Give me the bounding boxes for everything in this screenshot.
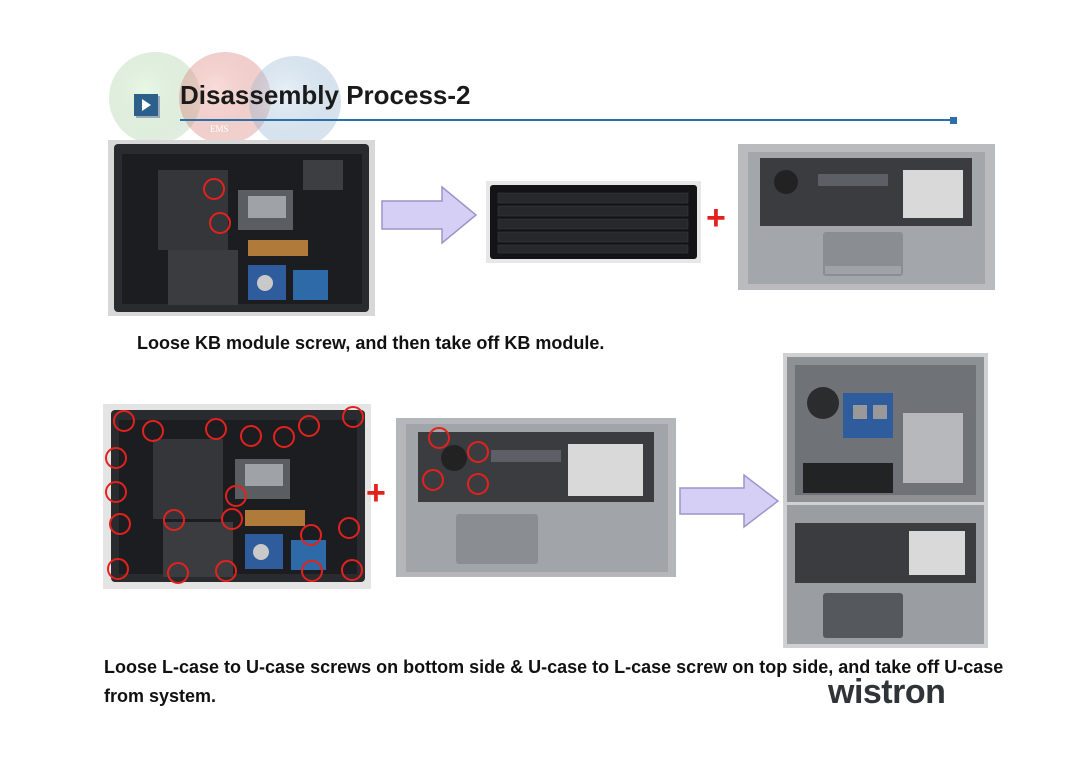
screw-marker bbox=[163, 509, 185, 531]
wistron-logo: wistron bbox=[828, 673, 946, 711]
screw-marker bbox=[205, 418, 227, 440]
arrow-right-icon-2 bbox=[679, 473, 780, 529]
screw-marker bbox=[338, 517, 360, 539]
screw-marker bbox=[301, 560, 323, 582]
screw-marker bbox=[341, 559, 363, 581]
screw-marker bbox=[467, 441, 489, 463]
header-globe-decoration: EMS bbox=[109, 52, 341, 148]
step1-caption: Loose KB module screw, and then take off… bbox=[137, 333, 605, 353]
screw-marker bbox=[428, 427, 450, 449]
screw-marker bbox=[298, 415, 320, 437]
title-underline bbox=[180, 119, 956, 121]
screw-marker bbox=[105, 447, 127, 469]
arrow-right-icon bbox=[381, 185, 478, 245]
page-title: Disassembly Process-2 bbox=[180, 80, 471, 110]
plus-symbol: + bbox=[706, 199, 726, 237]
screw-marker bbox=[142, 420, 164, 442]
screw-marker bbox=[215, 560, 237, 582]
screw-marker bbox=[342, 406, 364, 428]
screw-marker bbox=[467, 473, 489, 495]
photo-lcase-bottom-kb-screws bbox=[108, 140, 375, 316]
step2-caption: Loose L-case to U-case screws on bottom … bbox=[104, 657, 1004, 706]
photo-palmrest-top-screws bbox=[396, 418, 676, 577]
screw-marker bbox=[167, 562, 189, 584]
screw-marker bbox=[107, 558, 129, 580]
title-underline-end bbox=[950, 117, 957, 124]
photo-palmrest-kb-removed bbox=[738, 144, 995, 290]
screw-marker bbox=[273, 426, 295, 448]
screw-marker bbox=[209, 212, 231, 234]
screw-marker bbox=[422, 469, 444, 491]
screw-marker bbox=[221, 508, 243, 530]
photo-ucase-removed bbox=[783, 353, 988, 648]
screw-marker bbox=[300, 524, 322, 546]
screw-marker bbox=[105, 481, 127, 503]
photo-lcase-bottom-ucase-screws bbox=[103, 404, 371, 589]
photo-keyboard-module bbox=[486, 181, 701, 263]
screw-marker bbox=[240, 425, 262, 447]
screw-marker bbox=[109, 513, 131, 535]
ems-text: EMS bbox=[210, 124, 229, 134]
screw-marker bbox=[113, 410, 135, 432]
logo-text: wistron bbox=[828, 673, 945, 711]
screw-marker bbox=[225, 485, 247, 507]
play-icon bbox=[134, 94, 158, 116]
screw-marker bbox=[203, 178, 225, 200]
plus-symbol-2: + bbox=[366, 474, 386, 512]
